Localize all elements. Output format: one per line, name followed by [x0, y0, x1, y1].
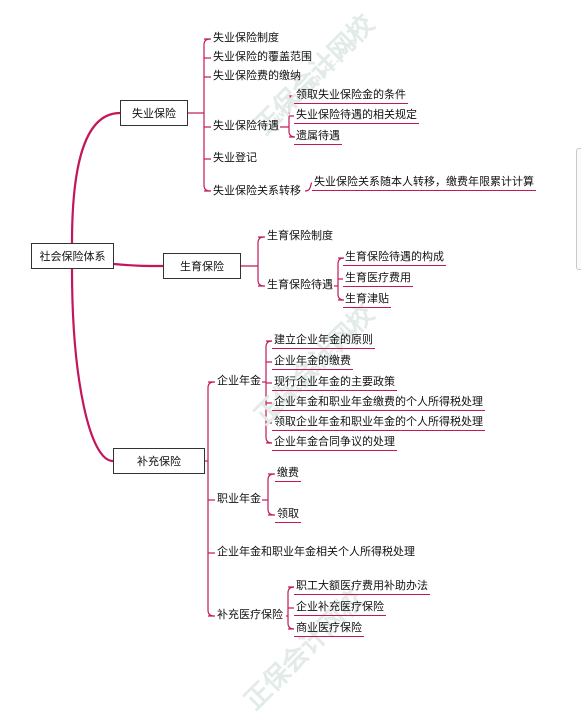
connector-root-supplementary	[70, 268, 114, 463]
topic-unemployment-system: 失业保险制度	[213, 31, 279, 44]
topic-annuity-income-tax: 企业年金和职业年金相关个人所得税处理	[217, 545, 415, 558]
connector-maternity-bracket	[257, 236, 265, 287]
topic-enterprise-annuity: 企业年金	[217, 374, 261, 387]
root-node: 社会保险体系	[31, 243, 114, 269]
topic-maternity-system: 生育保险制度	[267, 229, 333, 242]
topic-occupational-annuity: 职业年金	[217, 492, 261, 505]
topic-maternity-benefits: 生育保险待遇	[267, 278, 333, 291]
leaf-annuity-disputes: 企业年金合同争议的处理	[272, 435, 397, 451]
leaf-maternity-allowance: 生育津贴	[343, 292, 391, 308]
topic-unemployment-premium: 失业保险费的缴纳	[213, 69, 301, 82]
connector-occupational-annuity-bracket	[267, 473, 275, 516]
connector-root-maternity	[113, 262, 164, 268]
branch-maternity-insurance: 生育保险	[163, 253, 241, 279]
leaf-annuity-principles: 建立企业年金的原则	[272, 333, 375, 349]
leaf-survivor-benefits: 遗属待遇	[294, 129, 342, 145]
mindmap-connectors	[70, 38, 345, 630]
leaf-annuity-contribution-tax: 企业年金和职业年金缴费的个人所得税处理	[272, 395, 485, 411]
connector-root-unemployment	[70, 111, 121, 244]
leaf-annuity-contribution: 企业年金的缴费	[272, 354, 353, 370]
leaf-maternity-medical: 生育医疗费用	[343, 271, 413, 287]
side-panel-tab[interactable]	[576, 148, 581, 270]
connector-supplementary-bracket	[207, 381, 215, 617]
leaf-maternity-composition: 生育保险待遇的构成	[343, 250, 446, 266]
leaf-transfer-rule: 失业保险关系随本人转移，缴费年限累计计算	[312, 175, 536, 191]
branch-supplementary-insurance: 补充保险	[113, 448, 205, 474]
branch-unemployment-insurance: 失业保险	[120, 100, 188, 126]
topic-unemployment-transfer: 失业保险关系转移	[213, 184, 301, 197]
leaf-large-medical-subsidy: 职工大额医疗费用补助办法	[294, 579, 430, 595]
leaf-enterprise-medical: 企业补充医疗保险	[294, 600, 386, 616]
leaf-benefit-rules: 失业保险待遇的相关规定	[294, 108, 419, 124]
topic-unemployment-registration: 失业登记	[213, 151, 257, 164]
leaf-annuity-withdrawal-tax: 领取企业年金和职业年金的个人所得税处理	[272, 415, 485, 431]
topic-unemployment-coverage: 失业保险的覆盖范围	[213, 50, 312, 63]
connector-transfer-leaf	[304, 182, 313, 192]
leaf-occupational-contribution: 缴费	[275, 466, 301, 482]
topic-unemployment-benefits: 失业保险待遇	[213, 119, 279, 132]
topic-supplementary-medical: 补充医疗保险	[217, 608, 283, 621]
leaf-occupational-withdrawal: 领取	[275, 507, 301, 523]
connector-enterprise-annuity-bracket	[265, 340, 273, 444]
connector-unemployment-bracket	[203, 38, 211, 192]
leaf-annuity-policies: 现行企业年金的主要政策	[272, 375, 397, 391]
leaf-benefit-conditions: 领取失业保险金的条件	[294, 88, 408, 104]
leaf-commercial-medical: 商业医疗保险	[294, 621, 364, 637]
